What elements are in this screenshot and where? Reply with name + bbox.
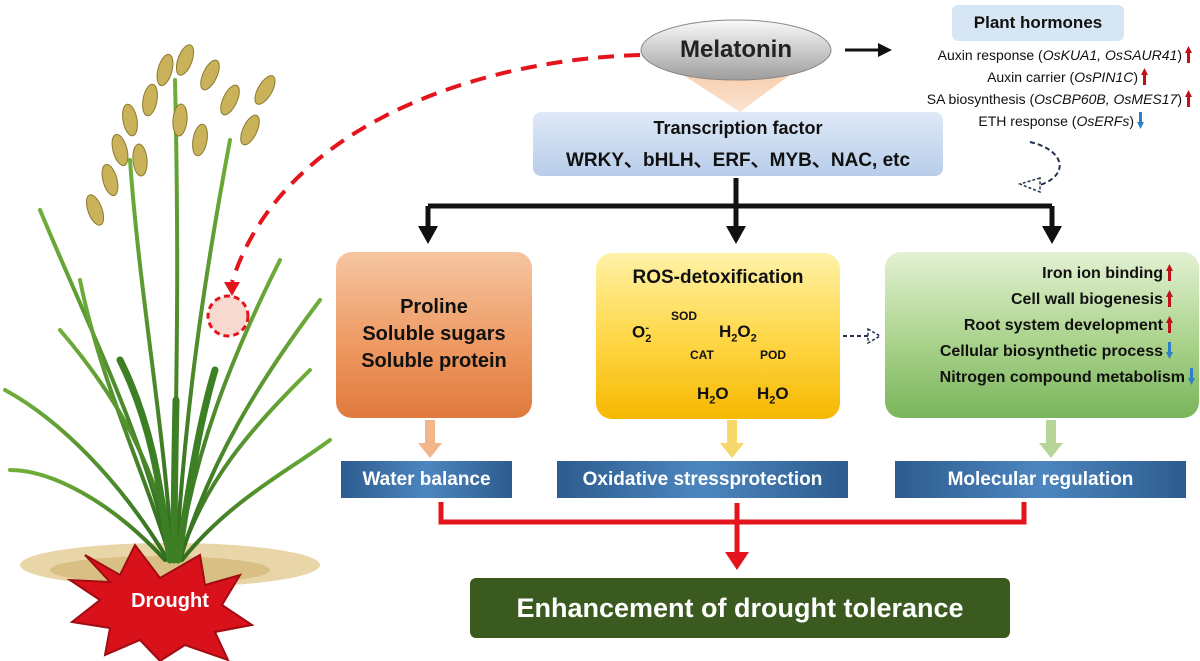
- melatonin-uptake-dashed-arrow: [230, 53, 641, 283]
- drought-label: Drought: [131, 590, 209, 612]
- plant-hormones-title: Plant hormones: [952, 5, 1124, 41]
- ros-title: ROS-detoxification: [632, 267, 804, 288]
- superoxide-label: O2-: [632, 322, 652, 346]
- molecular-regulation-label: Molecular regulation: [895, 461, 1186, 498]
- molecular-item: Root system development: [885, 316, 1173, 342]
- cat-label: CAT: [690, 348, 714, 362]
- molecular-item: Iron ion binding: [885, 264, 1173, 290]
- hormone-item: ETH response (OsERFs): [880, 112, 1192, 134]
- ros-detoxification-box: ROS-detoxification: [596, 253, 840, 419]
- hormone-arrow-head: [878, 43, 892, 57]
- merge-arrow-head: [725, 552, 749, 570]
- hormone-item: SA biosynthesis (OsCBP60B, OsMES17): [880, 90, 1192, 112]
- tf-branch-connectors: [425, 178, 1055, 230]
- up-arrow-icon: [1141, 68, 1148, 85]
- ros-to-molecular-arrow: [843, 327, 882, 345]
- water-product-left: H2O: [697, 384, 729, 407]
- hormone-item: Auxin response (OsKUA1, OsSAUR41): [880, 46, 1192, 68]
- down-arrow-icon: [1137, 112, 1144, 129]
- box-to-outcome-arrows: [418, 420, 1063, 458]
- melatonin-ellipse: [640, 19, 832, 81]
- up-arrow-icon: [1185, 46, 1192, 63]
- transcription-factor-box: Transcription factor WRKY、bHLH、ERF、MYB、N…: [533, 112, 943, 176]
- outcome-merge-connector: [438, 502, 1027, 556]
- drought-tolerance-outcome: Enhancement of drought tolerance: [470, 578, 1010, 638]
- dashed-arrow-head: [224, 282, 240, 296]
- transcription-factor-list: WRKY、bHLH、ERF、MYB、NAC, etc: [565, 150, 911, 171]
- water-balance-label: Water balance: [341, 461, 512, 498]
- up-arrow-icon: [1166, 316, 1173, 333]
- hormone-list: Auxin response (OsKUA1, OsSAUR41) Auxin …: [880, 46, 1192, 134]
- hormone-feedback-arrow: [1029, 141, 1061, 186]
- molecular-item: Cell wall biogenesis: [885, 290, 1173, 316]
- sod-label: SOD: [671, 309, 698, 323]
- drought-starburst: [66, 543, 255, 661]
- molecular-item: Cellular biosynthetic process: [885, 342, 1173, 368]
- pod-label: POD: [760, 348, 787, 362]
- up-arrow-icon: [1166, 264, 1173, 281]
- transcription-factor-title: Transcription factor: [653, 118, 823, 138]
- melatonin-label: Melatonin: [680, 36, 792, 63]
- osmolyte-line: Proline: [400, 296, 468, 318]
- molecular-process-box: Iron ion binding Cell wall biogenesis Ro…: [885, 252, 1199, 418]
- osmolyte-line: Soluble protein: [361, 350, 507, 372]
- molecular-item: Nitrogen compound metabolism: [885, 368, 1195, 394]
- oxidative-protection-label: Oxidative stressprotection: [557, 461, 848, 498]
- down-arrow-icon: [1188, 368, 1195, 385]
- hormone-item: Auxin carrier (OsPIN1C): [880, 68, 1192, 90]
- up-arrow-icon: [1166, 290, 1173, 307]
- up-arrow-icon: [1185, 90, 1192, 107]
- h2o2-label: H2O2: [719, 322, 757, 345]
- rice-plant-illustration: [3, 44, 332, 661]
- osmolyte-box: Proline Soluble sugars Soluble protein: [336, 252, 532, 418]
- water-product-right: H2O: [757, 384, 789, 407]
- down-arrow-icon: [1166, 342, 1173, 359]
- osmolyte-line: Soluble sugars: [362, 323, 506, 345]
